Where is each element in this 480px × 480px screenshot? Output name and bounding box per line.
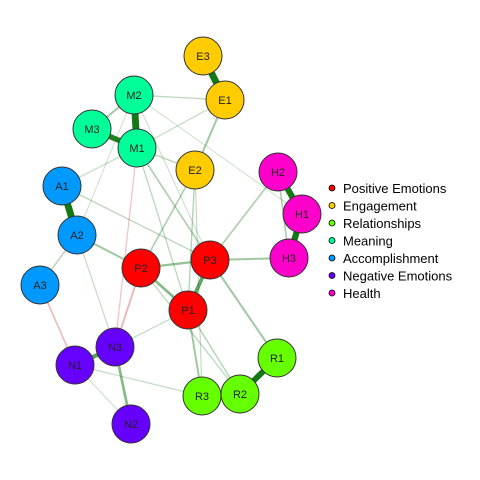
node-N1[interactable]: N1: [55, 345, 95, 385]
node-R1[interactable]: R1: [257, 338, 297, 378]
node-R3[interactable]: R3: [182, 376, 222, 416]
node-A3-label: A3: [33, 280, 46, 292]
node-P2[interactable]: P2: [121, 248, 161, 288]
node-P2-label: P2: [134, 263, 147, 275]
node-A2-circle: [57, 215, 97, 255]
node-N3-circle: [95, 327, 135, 367]
edge-M2-A2: [76, 94, 135, 236]
node-N2-circle: [111, 404, 151, 444]
node-H3-label: H3: [282, 253, 296, 265]
node-N3[interactable]: N3: [95, 327, 135, 367]
node-P1[interactable]: P1: [168, 290, 208, 330]
edge-A2-N3: [76, 234, 116, 348]
node-P2-circle: [121, 248, 161, 288]
node-R2-label: R2: [233, 389, 247, 401]
legend-label-M: Meaning: [343, 234, 393, 249]
legend-swatch-H: [328, 289, 336, 297]
edge-M1-P3: [136, 147, 211, 261]
node-R1-label: R1: [270, 353, 284, 365]
legend-label-N: Negative Emotions: [343, 269, 453, 284]
legend-swatch-A: [328, 254, 336, 262]
legend-swatch-M: [328, 237, 336, 244]
node-R1-circle: [257, 338, 297, 378]
node-N2-label: N2: [124, 419, 138, 431]
edge-P3-R1: [209, 259, 278, 359]
legend-item-A: Accomplishment: [328, 251, 439, 266]
edge-P2-R2: [140, 267, 241, 395]
node-H1-circle: [282, 194, 322, 234]
node-A2-label: A2: [70, 230, 83, 242]
node-M3-circle: [72, 109, 112, 149]
node-M1-circle: [117, 128, 157, 168]
node-H1-label: H1: [295, 209, 309, 221]
legend-label-P: Positive Emotions: [343, 181, 447, 196]
legend-label-R: Relationships: [343, 216, 422, 231]
edge-N1-R3: [74, 364, 203, 397]
node-H2[interactable]: H2: [258, 152, 298, 192]
node-M1[interactable]: M1: [117, 128, 157, 168]
legend-item-M: Meaning: [328, 234, 393, 249]
node-E3-circle: [183, 36, 223, 76]
edge-M2-P3: [133, 94, 211, 261]
node-N1-label: N1: [68, 360, 82, 372]
legend-swatch-E: [328, 202, 336, 209]
legend: Positive EmotionsEngagementRelationships…: [328, 181, 453, 301]
node-H1[interactable]: H1: [282, 194, 322, 234]
node-A3-circle: [20, 265, 60, 305]
node-N2[interactable]: N2: [111, 404, 151, 444]
node-E3-label: E3: [196, 51, 209, 63]
node-N3-label: N3: [108, 342, 122, 354]
node-R3-label: R3: [195, 391, 209, 403]
node-N1-circle: [55, 345, 95, 385]
node-H2-label: H2: [271, 167, 285, 179]
legend-item-N: Negative Emotions: [328, 269, 453, 284]
node-R2[interactable]: R2: [220, 374, 260, 414]
node-E1-label: E1: [218, 95, 231, 107]
node-A1-label: A1: [55, 181, 68, 193]
node-A1[interactable]: A1: [42, 166, 82, 206]
node-A3[interactable]: A3: [20, 265, 60, 305]
node-E2[interactable]: E2: [175, 150, 215, 190]
node-E1[interactable]: E1: [205, 80, 245, 120]
node-E1-circle: [205, 80, 245, 120]
edge-M1-N3: [114, 147, 138, 348]
node-A2[interactable]: A2: [57, 215, 97, 255]
node-P3-circle: [190, 240, 230, 280]
node-M3-label: M3: [84, 124, 99, 136]
node-M1-label: M1: [129, 143, 144, 155]
node-H2-circle: [258, 152, 298, 192]
node-E3[interactable]: E3: [183, 36, 223, 76]
legend-label-E: Engagement: [343, 199, 417, 214]
node-H3[interactable]: H3: [269, 238, 309, 278]
node-P3[interactable]: P3: [190, 240, 230, 280]
edge-E2-R3: [194, 169, 203, 397]
legend-swatch-N: [328, 272, 336, 279]
node-P1-circle: [168, 290, 208, 330]
legend-item-H: Health: [328, 286, 381, 301]
node-P1-label: P1: [181, 305, 194, 317]
node-P3-label: P3: [203, 255, 216, 267]
edge-M2-H1: [133, 94, 303, 215]
node-E2-label: E2: [188, 165, 201, 177]
edge-A1-P3: [61, 185, 211, 261]
node-H3-circle: [269, 238, 309, 278]
edge-E2-P1: [187, 169, 196, 311]
legend-label-H: Health: [343, 286, 381, 301]
edge-M1-P1: [136, 147, 189, 311]
legend-swatch-R: [328, 219, 336, 227]
node-M2-label: M2: [126, 90, 141, 102]
node-M3[interactable]: M3: [72, 109, 112, 149]
legend-swatch-P: [328, 184, 336, 192]
node-M2[interactable]: M2: [114, 75, 154, 115]
legend-label-A: Accomplishment: [343, 251, 439, 266]
node-R3-circle: [182, 376, 222, 416]
legend-item-R: Relationships: [328, 216, 422, 231]
legend-item-E: Engagement: [328, 199, 417, 214]
legend-item-P: Positive Emotions: [328, 181, 447, 196]
node-M2-circle: [114, 75, 154, 115]
node-A1-circle: [42, 166, 82, 206]
node-E2-circle: [175, 150, 215, 190]
